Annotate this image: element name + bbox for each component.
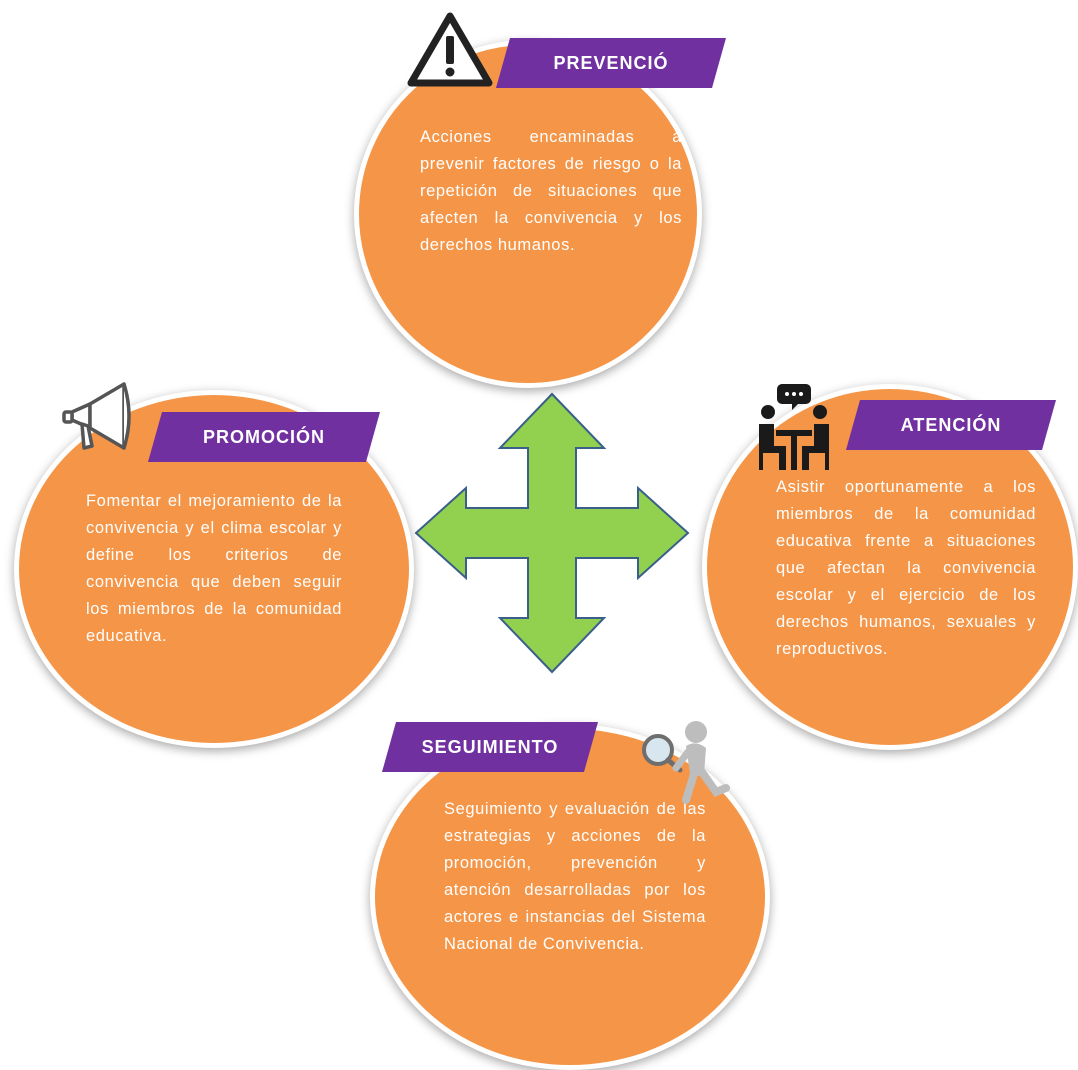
prevencion-title-banner: PREVENCIÓ [496,38,726,88]
seguimiento-title: SEGUIMIENTO [421,736,559,757]
four-way-arrow [414,392,690,674]
magnifier-figure-icon [634,716,730,812]
atencion-title: ATENCIÓN [900,414,1002,435]
warning-icon [405,10,495,90]
promocion-text: Fomentar el mejoramiento de la convivenc… [86,492,342,645]
prevencion-text: Acciones encaminadas a prevenir factores… [420,128,682,254]
megaphone-icon [60,374,150,464]
atencion-text: Asistir oportunamente a los miembros de … [776,478,1036,658]
promocion-title: PROMOCIÓN [202,426,325,447]
seguimiento-circle [370,724,770,1070]
conversation-icon [756,382,832,474]
seguimiento-title-banner: SEGUIMIENTO [382,722,598,772]
atencion-title-banner: ATENCIÓN [846,400,1056,450]
prevencion-title: PREVENCIÓ [553,52,669,73]
promocion-title-banner: PROMOCIÓN [148,412,380,462]
seguimiento-text: Seguimiento y evaluación de las estrateg… [444,800,706,953]
four-way-arrow-shape [414,392,690,674]
